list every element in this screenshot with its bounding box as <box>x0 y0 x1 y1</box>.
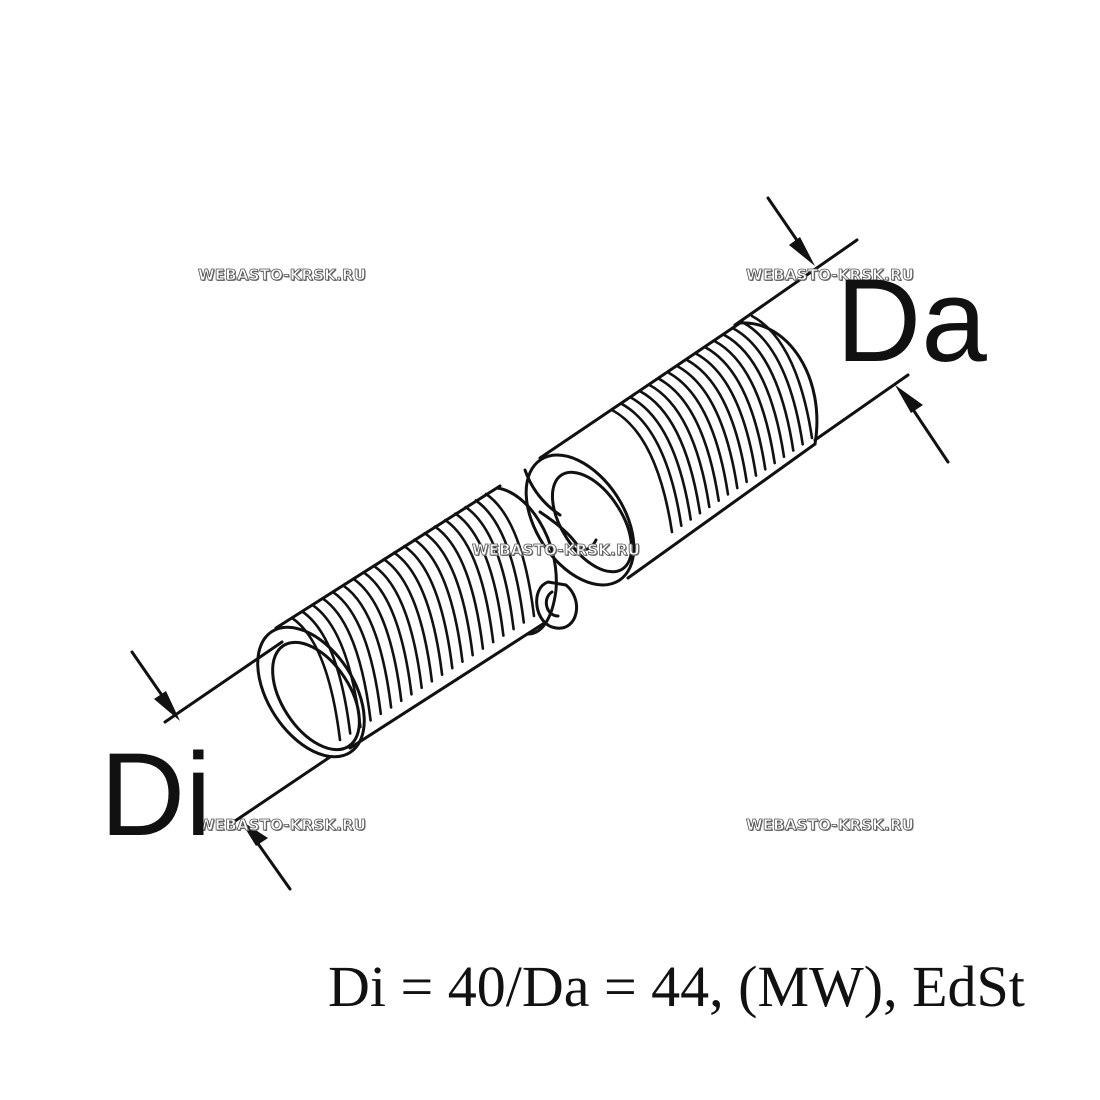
hose-rib <box>423 531 474 657</box>
da-arrow-bottom-shaft <box>908 403 950 464</box>
hose-rib <box>666 371 730 496</box>
hose-lower-outline-bottom <box>348 620 548 750</box>
hose-rib <box>290 616 342 742</box>
hose-rib <box>610 408 674 534</box>
hose-rib <box>392 551 444 676</box>
hose-rib <box>620 402 683 527</box>
hose-upper-ribs <box>610 314 814 534</box>
clip-loop-outer <box>535 580 578 630</box>
hose-rib <box>474 499 526 624</box>
specification-caption: Di = 40/Da = 44, (MW), EdSt <box>328 954 1025 1019</box>
hose-rib <box>484 492 536 618</box>
hose-rib <box>704 346 767 471</box>
hose-rib <box>454 512 505 637</box>
outer-diameter-label: Da <box>836 255 987 387</box>
da-extension-line-top <box>733 238 859 327</box>
hose-upper-joint-end-inner <box>550 470 634 574</box>
watermark-text: WEBASTO-KRSK.RU <box>746 266 915 285</box>
hose-rib <box>443 518 495 644</box>
hose-rib <box>732 327 795 452</box>
hose-rib <box>750 314 814 440</box>
hose-lower-end-inner <box>271 640 361 752</box>
watermark-text: WEBASTO-KRSK.RU <box>198 266 367 285</box>
hose-rib <box>321 597 372 722</box>
hose-rib <box>311 603 362 729</box>
hose-rib <box>694 352 758 477</box>
watermark-text: WEBASTO-KRSK.RU <box>746 816 915 835</box>
hose-rib <box>372 564 423 690</box>
da-arrow-bottom-head <box>895 385 923 413</box>
hose-rib <box>352 577 403 703</box>
hose-rib <box>413 538 464 663</box>
hose-lower-ribs <box>290 492 536 742</box>
hose-segment-lower <box>256 484 558 759</box>
di-extension-line-top <box>163 640 284 724</box>
hose-rib <box>403 544 454 670</box>
watermark-text: WEBASTO-KRSK.RU <box>472 541 641 560</box>
clip-hook <box>538 510 598 551</box>
hose-rib <box>341 584 393 709</box>
hose-rib <box>657 377 720 502</box>
di-arrow-top-head <box>154 691 180 721</box>
hose-rib <box>464 505 515 631</box>
da-arrow-top-head <box>789 237 815 266</box>
hose-rib <box>362 571 413 696</box>
di-extension-line-bottom <box>230 755 332 825</box>
hose-upper-outline-bottom <box>626 442 817 580</box>
hose-rib <box>676 364 739 490</box>
hose-rib <box>713 339 776 465</box>
hose-rib <box>685 358 748 484</box>
hose-rib <box>433 525 485 650</box>
hose-lower-end-outer <box>256 625 366 759</box>
hose-rib <box>300 610 352 735</box>
hose-segment-upper <box>524 314 819 587</box>
watermark-text: WEBASTO-KRSK.RU <box>198 816 367 835</box>
hose-rib <box>382 558 434 683</box>
hose-rib <box>741 321 804 446</box>
hose-rib <box>629 396 692 521</box>
inner-diameter-label: Di <box>100 729 212 861</box>
hose-rib <box>638 389 702 515</box>
hose-joint-clip <box>523 468 598 630</box>
hose-lower-joint-end <box>495 486 558 636</box>
da-extension-line-bottom <box>813 373 910 442</box>
hose-upper-far-end <box>738 321 819 446</box>
hose-rib <box>722 333 786 459</box>
clip-bridge <box>523 468 562 517</box>
hose-rib <box>331 590 383 716</box>
di-arrow-bottom-shaft <box>252 836 292 891</box>
hose-rib <box>648 383 711 509</box>
hose-upper-joint-end <box>524 453 636 587</box>
di-arrow-bottom-head <box>240 820 268 846</box>
clip-loop-inner <box>544 590 560 618</box>
